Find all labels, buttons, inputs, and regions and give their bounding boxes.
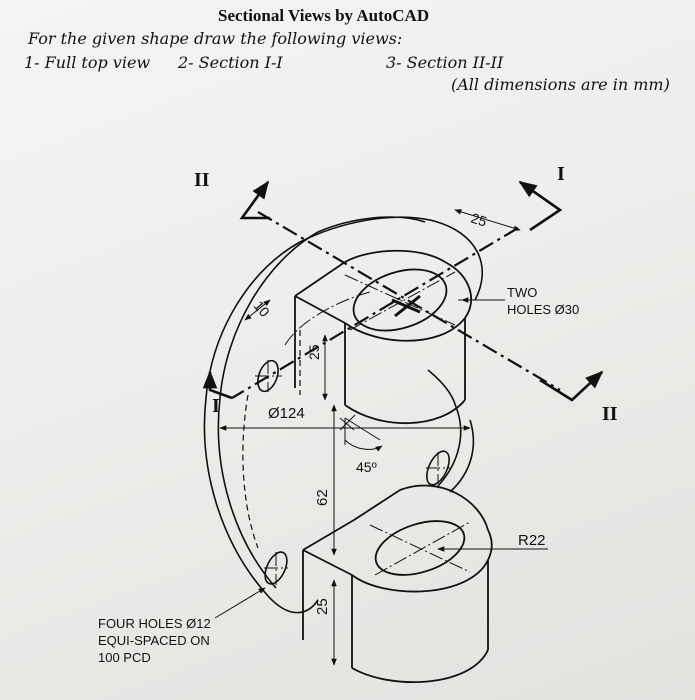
task-full-top-view: 1- Full top view bbox=[24, 53, 151, 72]
dim-boss-height: 25 bbox=[306, 344, 322, 360]
section-one-label-left: I bbox=[212, 395, 220, 417]
dim-vertical-gap: 62 bbox=[314, 489, 331, 506]
two-holes-callout-line2: HOLES Ø30 bbox=[507, 302, 579, 317]
task-section-two: 3- Section II-II bbox=[386, 53, 504, 72]
four-holes-callout-line1: FOUR HOLES Ø12 bbox=[98, 616, 211, 631]
dim-lower-height: 25 bbox=[314, 598, 331, 615]
dim-pcd-diameter: Ø124 bbox=[268, 405, 305, 422]
four-holes-callout-line2: EQUI-SPACED ON bbox=[98, 633, 210, 648]
cutting-plane-crosses bbox=[391, 294, 421, 318]
dim-angle: 45º bbox=[356, 459, 377, 475]
cutting-plane-one bbox=[231, 227, 519, 399]
section-one-label-top: I bbox=[557, 163, 565, 185]
instruction-text: For the given shape draw the following v… bbox=[28, 29, 403, 48]
dim-wall: 10 bbox=[251, 298, 273, 320]
cutting-plane-two bbox=[257, 211, 561, 391]
four-holes-callout-line3: 100 PCD bbox=[98, 650, 151, 665]
task-section-one: 2- Section I-I bbox=[178, 53, 283, 72]
dim-radius: R22 bbox=[518, 532, 546, 549]
hidden-lines bbox=[242, 330, 301, 549]
section-two-label-right: II bbox=[602, 403, 618, 425]
cutting-plane-arrows bbox=[202, 180, 604, 402]
dimension-lines bbox=[214, 209, 548, 666]
two-holes-callout-line1: TWO bbox=[507, 285, 537, 300]
small-holes bbox=[257, 359, 450, 585]
upper-boss bbox=[294, 249, 473, 425]
base-plate-outline bbox=[203, 216, 483, 614]
dimensions-note: (All dimensions are in mm) bbox=[451, 75, 670, 94]
page-title: Sectional Views by AutoCAD bbox=[218, 6, 430, 25]
dim-top-width: 25 bbox=[469, 210, 489, 230]
lower-boss bbox=[302, 484, 493, 683]
section-two-label-top: II bbox=[194, 169, 210, 191]
